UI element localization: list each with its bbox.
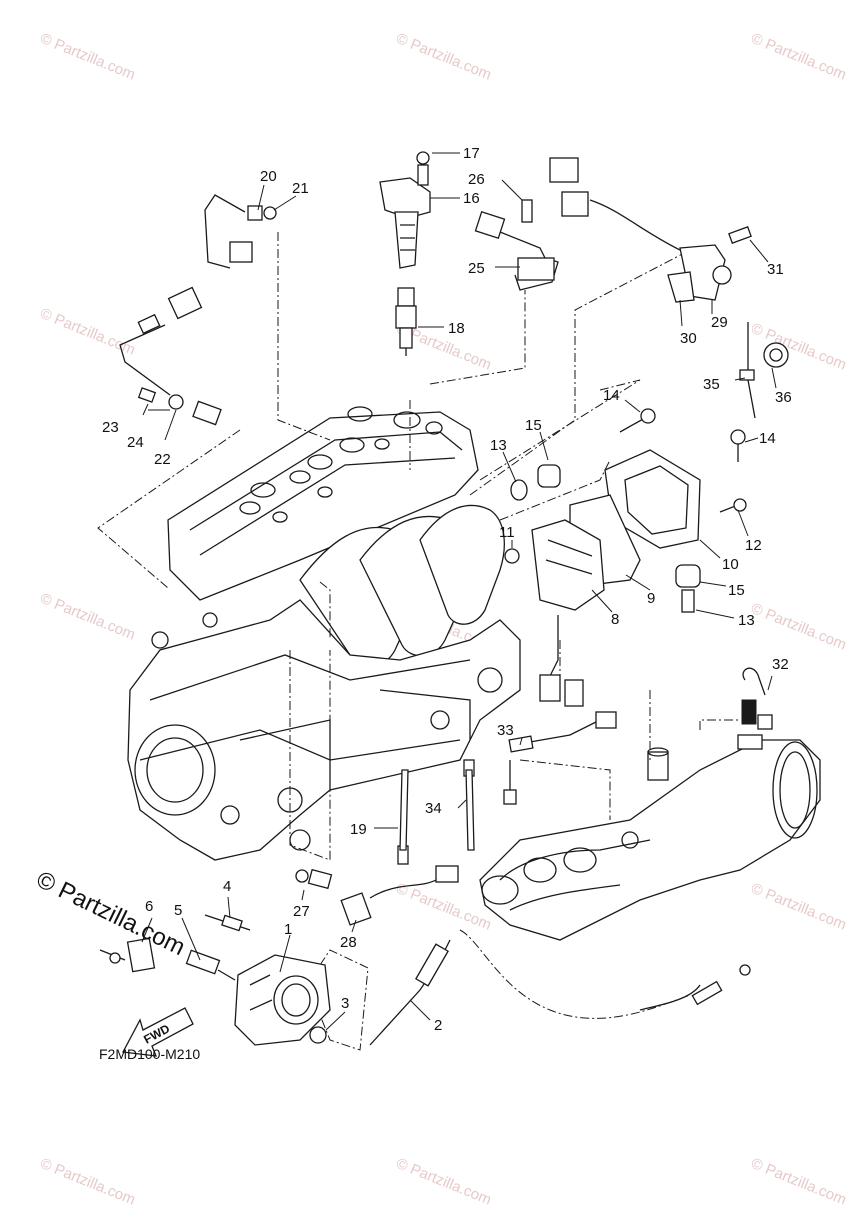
callout-28: 28: [340, 934, 357, 951]
callout-30: 30: [680, 330, 697, 347]
callout-5: 5: [174, 902, 182, 919]
callout-13-top: 13: [490, 437, 507, 454]
callout-19: 19: [350, 821, 367, 838]
callout-15-top: 15: [525, 417, 542, 434]
sensor-28: [340, 865, 459, 926]
fwd-arrow: [121, 1007, 194, 1057]
sensor-25: [474, 199, 559, 291]
diagram-code: F2MD100-M210: [99, 1046, 201, 1062]
sensor-22: [119, 286, 222, 426]
callout-27: 27: [293, 903, 310, 920]
exhaust-manifold: [479, 734, 821, 941]
callouts: 1 2 3 4 5 6 8 9 10 11 12 13 13 14 14 15 …: [102, 145, 792, 1034]
grommets-13-15: [510, 464, 701, 613]
grommet-36: [763, 342, 789, 368]
callout-22: 22: [154, 451, 171, 468]
callout-31: 31: [767, 261, 784, 278]
throttle-cable: [369, 939, 751, 1046]
ignition-coil: [379, 151, 431, 269]
callout-29: 29: [711, 314, 728, 331]
ecu-harness: [539, 615, 584, 707]
small-parts-4-5-6: [99, 914, 251, 981]
throttle-body: [234, 954, 331, 1046]
ecu-bracket: [504, 449, 747, 611]
engine-block: [127, 406, 521, 861]
callout-24: 24: [127, 434, 144, 451]
cam-sensor: [549, 157, 752, 303]
callout-21: 21: [292, 180, 309, 197]
callout-10: 10: [722, 556, 739, 573]
callout-12: 12: [745, 537, 762, 554]
bolts-14: [619, 408, 746, 462]
callout-18: 18: [448, 320, 465, 337]
callout-15-bottom: 15: [728, 582, 745, 599]
cable-tie-19: [397, 769, 409, 865]
callout-1: 1: [284, 921, 292, 938]
sensor-20: [204, 194, 277, 269]
cable-tie-34: [463, 759, 475, 851]
callout-14-right: 14: [759, 430, 776, 447]
callout-35: 35: [703, 376, 720, 393]
callout-13-bottom: 13: [738, 612, 755, 629]
callout-16: 16: [463, 190, 480, 207]
callout-2: 2: [434, 1017, 442, 1034]
callout-11: 11: [499, 524, 515, 541]
callout-4: 4: [223, 878, 231, 895]
clamp-35: [739, 322, 756, 419]
callout-17: 17: [463, 145, 480, 162]
callout-8: 8: [611, 611, 619, 628]
callout-3: 3: [341, 995, 349, 1012]
callout-25: 25: [468, 260, 485, 277]
callout-9: 9: [647, 590, 655, 607]
callout-34: 34: [425, 800, 442, 817]
spark-plug: [395, 287, 417, 356]
callout-26: 26: [468, 171, 485, 188]
callout-20: 20: [260, 168, 277, 185]
sensor-33: [503, 711, 617, 805]
callout-6: 6: [145, 898, 153, 915]
clamp-32: [741, 667, 773, 730]
assembly-lines: [97, 232, 740, 1051]
sensor-27: [295, 868, 333, 890]
leader-lines: [141, 152, 777, 1031]
callout-32: 32: [772, 656, 789, 673]
callout-14-top: 14: [603, 387, 620, 404]
callout-33: 33: [497, 722, 514, 739]
callout-36: 36: [775, 389, 792, 406]
callout-23: 23: [102, 419, 119, 436]
